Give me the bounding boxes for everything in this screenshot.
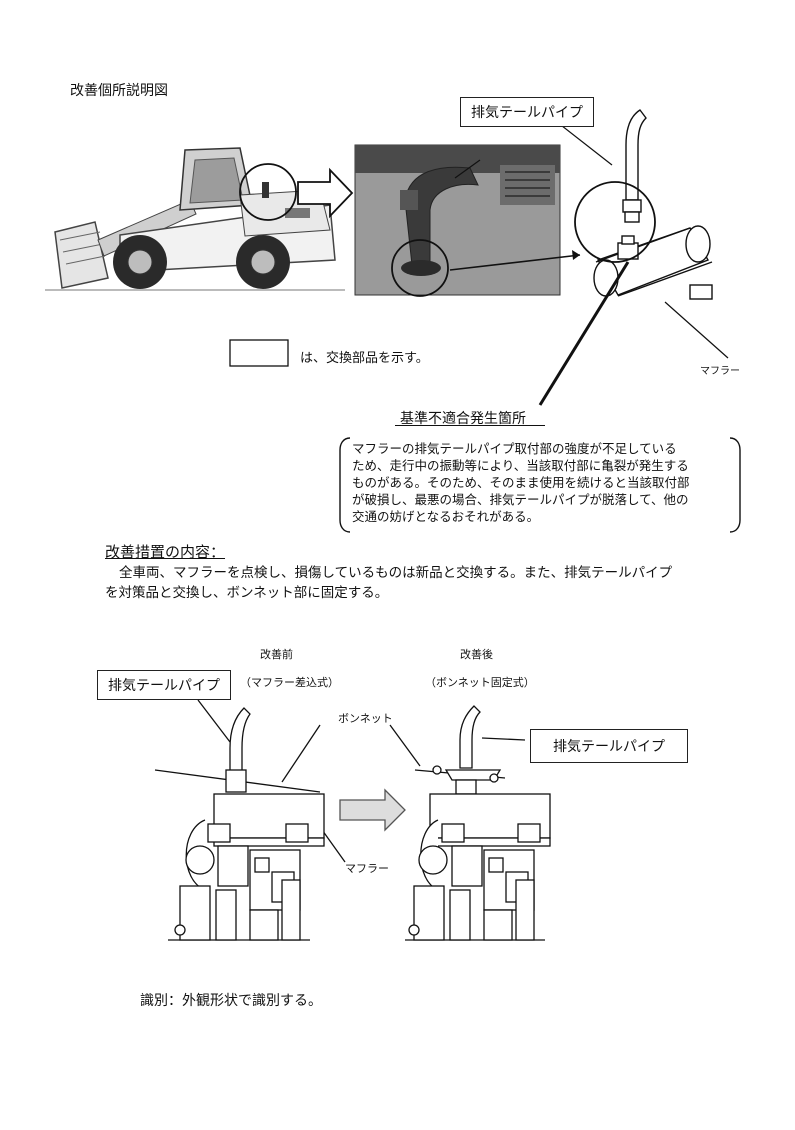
comparison-arrow-icon xyxy=(339,788,406,832)
nonconformity-label: 基準不適合発生箇所 xyxy=(400,411,526,427)
bonnet-label: ボンネット xyxy=(338,712,393,725)
muffler-label-top: マフラー xyxy=(700,366,740,377)
page-title: 改善個所説明図 xyxy=(70,83,168,99)
measure-body: 全車両、マフラーを点検し、損傷しているものは新品と交換する。また、排気テールパイ… xyxy=(105,565,673,601)
tailpipe-photo xyxy=(354,144,561,297)
wheel-loader-image xyxy=(45,147,345,291)
muffler-label-bottom: マフラー xyxy=(345,862,389,875)
legend-box xyxy=(229,339,289,367)
tailpipe-label-top: 排気テールパイプ xyxy=(460,97,594,127)
tailpipe-label-right: 排気テールパイプ xyxy=(530,729,688,763)
nonconformity-arrow xyxy=(538,261,630,406)
before-engine-drawing xyxy=(154,707,325,941)
after-engine-drawing xyxy=(405,705,551,941)
before-subtitle: （マフラー差込式） xyxy=(240,676,339,689)
tailpipe-leader xyxy=(556,121,613,166)
before-title: 改善前 xyxy=(260,648,293,661)
muffler-leader xyxy=(664,301,729,359)
after-title: 改善後 xyxy=(460,648,493,661)
nonconformity-text: マフラーの排気テールパイプ取付部の強度が不足している ため、走行中の振動等により… xyxy=(352,441,690,524)
muffler-drawing xyxy=(574,109,713,300)
identification-text: 識別：外観形状で識別する。 xyxy=(140,993,322,1009)
legend-text: は、交換部品を示す。 xyxy=(300,351,429,366)
tailpipe-label-left: 排気テールパイプ xyxy=(97,670,231,700)
right-arrow-icon xyxy=(297,167,354,219)
measure-heading: 改善措置の内容： xyxy=(105,543,226,561)
after-subtitle: （ボンネット固定式） xyxy=(425,676,535,689)
